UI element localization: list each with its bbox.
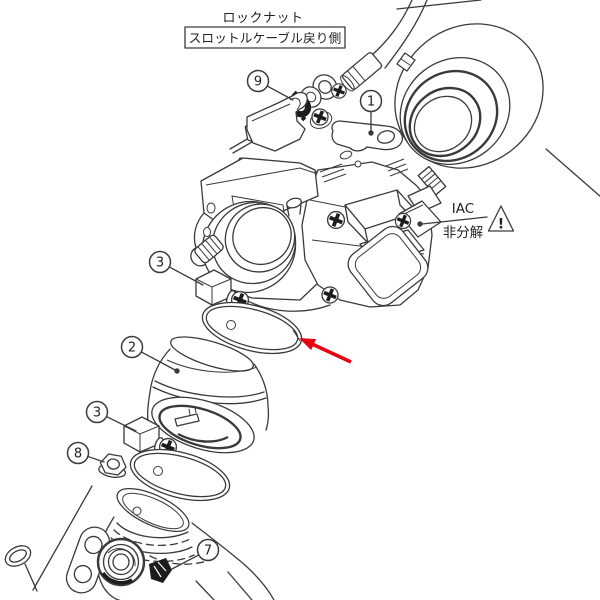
boot-nipple — [396, 52, 416, 72]
boot-clip — [149, 558, 172, 583]
stop-screw-knob — [194, 234, 224, 264]
svg-text:3: 3 — [93, 406, 101, 421]
air-cleaner-boot — [394, 0, 600, 197]
upper-clamp — [195, 269, 303, 355]
boot-spring-hole — [96, 537, 146, 587]
svg-text:8: 8 — [74, 447, 82, 462]
pointer-arrow — [299, 338, 352, 364]
callout-3: 3 — [85, 400, 137, 432]
flange-nut — [98, 453, 127, 478]
warning-triangle-icon: ! — [487, 205, 515, 233]
tps-cover — [347, 225, 429, 307]
no-disassembly-label: 非分解 — [443, 225, 484, 241]
lock-nut-label: ロックナット — [222, 11, 303, 26]
callout-9: 9 — [246, 69, 294, 101]
o-ring — [4, 485, 93, 592]
callout-1: 1 — [359, 89, 383, 136]
callout-2: 2 — [120, 335, 180, 374]
callout-7: 7 — [171, 538, 220, 570]
intake-boot — [65, 487, 275, 600]
fitting — [286, 197, 302, 217]
iac-note: IAC 非分解 ! — [421, 201, 515, 241]
lower-clamp — [123, 416, 231, 502]
callout-layer: 9 1 3 2 3 8 7 — [66, 69, 383, 570]
bore — [201, 200, 297, 294]
note-box: ロックナット スロットルケーブル戻り側 — [184, 11, 346, 49]
duct — [146, 336, 270, 454]
svg-text:7: 7 — [204, 544, 212, 559]
callout-3: 3 — [148, 250, 204, 286]
note-box-border — [184, 26, 346, 49]
mounting-bracket-arm — [331, 120, 404, 152]
cable-bracket — [246, 82, 362, 168]
throttle-cable-return-label: スロットルケーブル戻り側 — [189, 31, 342, 46]
svg-text:9: 9 — [254, 75, 262, 90]
iac-valve — [398, 165, 447, 238]
boot-flange — [65, 526, 111, 594]
svg-text:!: ! — [498, 217, 504, 233]
iac-label: IAC — [452, 201, 474, 217]
svg-text:2: 2 — [128, 341, 136, 356]
throttle-body — [190, 157, 447, 312]
svg-text:1: 1 — [367, 95, 375, 110]
svg-text:3: 3 — [156, 256, 164, 271]
callout-8: 8 — [66, 441, 105, 465]
